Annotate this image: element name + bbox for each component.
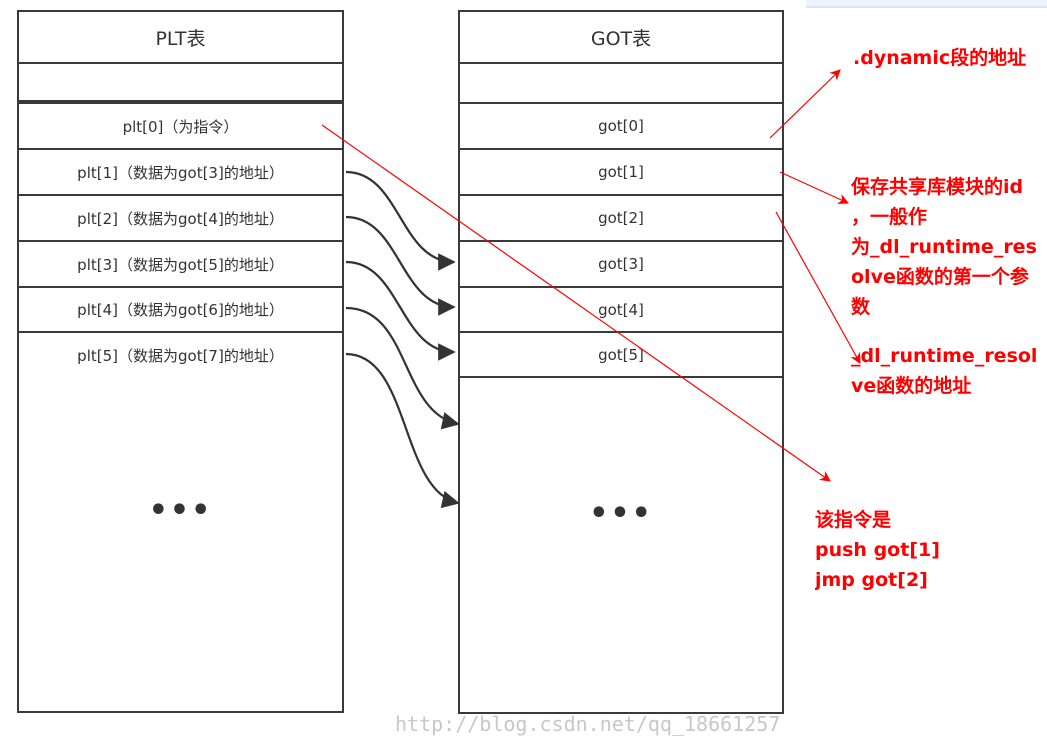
plt-row-2: plt[2]（数据为got[4]的地址）	[19, 196, 342, 242]
got-row-3: got[3]	[460, 242, 782, 288]
got-table-title: GOT表	[460, 12, 782, 64]
arrow-plt2-got4	[345, 215, 456, 316]
got-row-4: got[4]	[460, 288, 782, 333]
plt-table-body: •••	[17, 375, 344, 713]
got-row-2: got[2]	[460, 196, 782, 242]
plt-table-title: PLT表	[19, 12, 342, 64]
watermark: http://blog.csdn.net/qq_18661257	[395, 712, 781, 736]
plt-row-5: plt[5]（数据为got[7]的地址）	[77, 346, 284, 365]
plt-table: PLT表	[17, 10, 344, 102]
red-arrow-plt0	[321, 124, 831, 482]
annotation-dynamic: .dynamic段的地址	[853, 47, 1027, 69]
red-arrow-got0	[769, 69, 841, 139]
plt-row-0: plt[0]（为指令）	[19, 104, 342, 150]
plt-row-3: plt[3]（数据为got[5]的地址）	[19, 242, 342, 288]
arrow-plt5-got7	[345, 352, 460, 509]
plt-entries: plt[0]（为指令） plt[1]（数据为got[3]的地址） plt[2]（…	[17, 102, 344, 377]
annotation-resolve-addr: _dl_runtime_resol ve函数的地址	[851, 345, 1038, 397]
annotation-instruction: 该指令是 push got[1] jmp got[2]	[815, 509, 940, 591]
arrow-plt1-got3	[345, 170, 456, 271]
got-row-1: got[1]	[460, 150, 782, 196]
annotation-module-id: 保存共享库模块的id ，一般作 为_dl_runtime_res olve函数的…	[851, 176, 1037, 318]
got-row-0: got[0]	[460, 104, 782, 150]
arrow-plt4-got6	[345, 306, 460, 430]
got-ellipsis: •••	[589, 496, 653, 531]
plt-row-1: plt[1]（数据为got[3]的地址）	[19, 150, 342, 196]
red-arrow-got1	[779, 171, 849, 204]
top-edge-panel	[806, 0, 1047, 8]
got-blank-row	[460, 64, 782, 104]
got-table: GOT表 got[0] got[1] got[2] got[3] got[4] …	[458, 10, 784, 714]
plt-row-4: plt[4]（数据为got[6]的地址）	[19, 288, 342, 333]
plt-ellipsis: •••	[148, 493, 213, 528]
got-row-5: got[5]	[460, 333, 782, 378]
red-arrow-got2	[775, 211, 861, 364]
arrow-plt3-got5	[345, 260, 456, 361]
